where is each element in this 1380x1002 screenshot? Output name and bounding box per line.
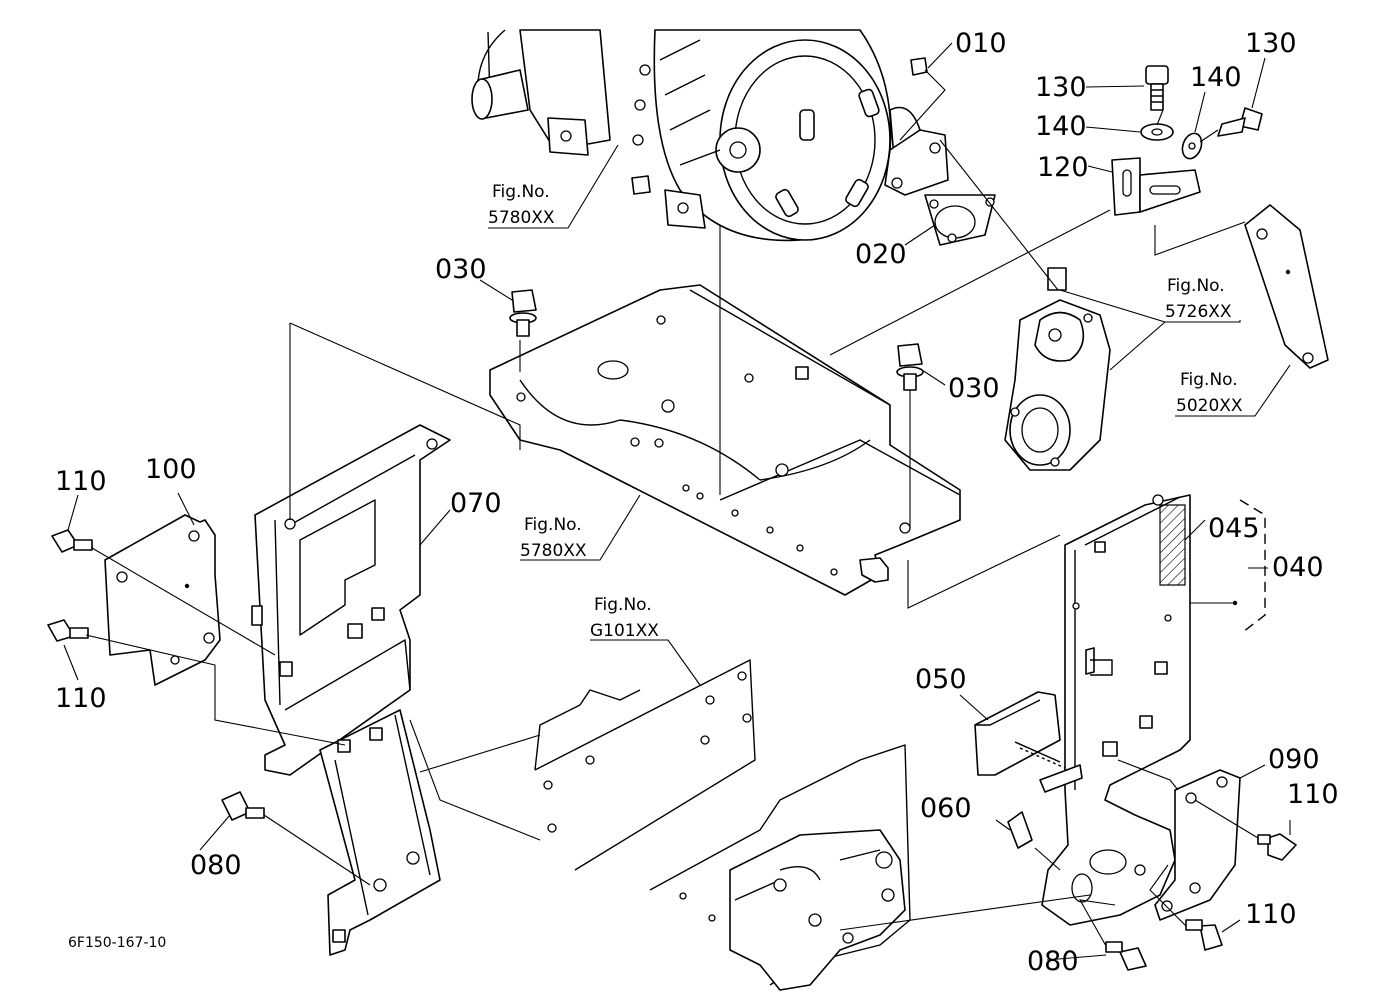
bracket-120 [1111,157,1201,216]
assembly-lines [85,109,1259,947]
figure-ref-number: 5780XX [520,541,587,561]
figure-ref-label: Fig.No. [594,595,652,615]
washer-140-center [1140,123,1174,141]
washer-140-right [1181,132,1203,160]
bolt-110-right-upper [1257,833,1297,861]
callout-020: 020 [855,239,907,270]
callout-070: 070 [450,488,502,519]
bolt-030-left [509,289,537,337]
exhaust-elbow [1004,267,1111,471]
bolt-110-right-lower [1185,919,1223,951]
figure-ref-number: 5020XX [1176,396,1243,416]
callout-130-left: 130 [1035,72,1087,103]
callout-110-right-upper: 110 [1287,779,1339,810]
plate-090 [1154,769,1241,921]
bracket-5020 [1244,204,1329,369]
drawing-code: 6F150-167-10 [68,935,166,951]
callout-110-lower-left: 110 [55,683,107,714]
callout-050: 050 [915,664,967,695]
callout-080-right: 080 [1027,946,1079,977]
bolt-080-right [1105,941,1147,971]
bolt-080-left [221,791,265,821]
callout-060: 060 [920,793,972,824]
figure-ref-label: Fig.No. [1180,370,1238,390]
callout-140-left: 140 [1035,111,1087,142]
figure-ref-5726: Fig.No. 5726XX [1165,276,1232,322]
callout-110-right-lower: 110 [1245,899,1297,930]
callout-090: 090 [1268,744,1320,775]
bolt-130-vertical [1145,65,1169,111]
strip-050-tab [1014,741,1083,793]
bolt-110-upper-left [51,529,93,553]
engine-support-frame [489,284,961,596]
callout-130-right: 130 [1245,28,1297,59]
plate-g101 [534,659,756,871]
bolt-110-lower-left [47,619,89,642]
callout-030-right: 030 [948,373,1000,404]
plate-100 [104,514,221,686]
callout-030-left: 030 [435,254,487,285]
figure-ref-number: 5726XX [1165,302,1232,322]
callout-080-left: 080 [190,850,242,881]
cushion-050 [974,691,1061,776]
bolt-130-right [1217,107,1263,137]
bracket-040 [1041,494,1191,926]
bolt-030-right [896,343,924,391]
callout-leaders [63,42,1291,961]
callout-110-upper-left: 110 [55,466,107,497]
figure-ref-5780-mid: Fig.No. 5780XX [520,515,587,561]
gasket-020 [924,194,996,246]
bracket-070 [251,424,451,776]
figure-ref-5020: Fig.No. 5020XX [1176,370,1243,416]
figure-ref-number: G101XX [590,621,659,641]
callout-010: 010 [955,28,1007,59]
callout-140-right: 140 [1190,62,1242,93]
figure-ref-g101: Fig.No. G101XX [590,595,659,641]
callout-100: 100 [145,454,197,485]
figure-ref-number: 5780XX [488,208,555,228]
figure-ref-5780-top: Fig.No. 5780XX [488,182,555,228]
figure-ref-label: Fig.No. [524,515,582,535]
starter-motor-assembly [471,29,949,242]
lower-support-bracket [319,709,441,956]
figure-ref-label: Fig.No. [1167,276,1225,296]
callout-040: 040 [1272,552,1324,583]
figure-ref-label: Fig.No. [492,182,550,202]
callout-120: 120 [1037,152,1089,183]
pad-060 [1007,811,1033,849]
callout-045: 045 [1208,513,1260,544]
housing-block [649,744,911,991]
figure-ref-leaders [488,144,1291,686]
